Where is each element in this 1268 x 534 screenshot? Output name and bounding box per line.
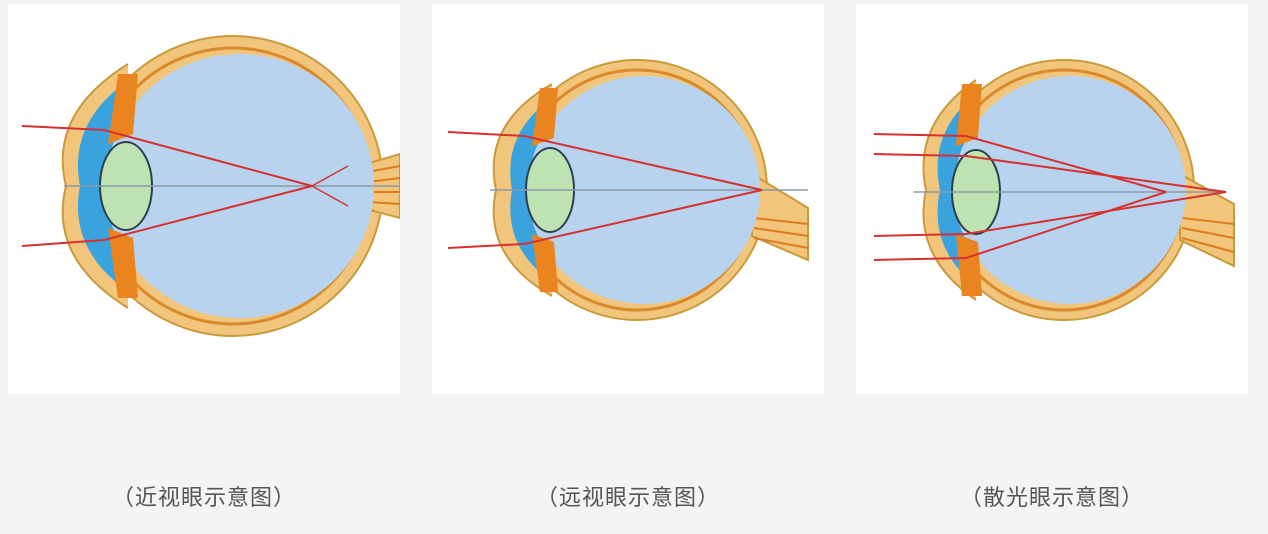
optic-nerve-fibers [753,217,809,249]
myopia-diagram-panel [8,4,400,394]
iris-lower [956,234,982,296]
light-ray-diverge-1 [311,185,349,207]
light-ray-2 [873,153,1227,193]
light-ray-4 [873,191,1167,261]
iris-lower [108,228,138,298]
iris-upper [956,84,982,146]
myopia-eye-illustration [21,35,400,337]
myopia-caption: （近视眼示意图） [111,486,296,511]
light-ray-lower [21,185,313,247]
hyperopia-diagram-panel [432,4,824,394]
astigmatism-caption: （散光眼示意图） [959,486,1144,511]
light-ray-upper [447,131,763,191]
optic-nerve-fibers [1181,217,1235,253]
hyperopia-caption: （远视眼示意图） [535,486,720,511]
light-ray-diverge-2 [311,165,349,187]
iris-upper [532,88,558,146]
astigmatism-diagram-panel [856,4,1248,394]
vitreous-body [954,76,1186,304]
iris-lower [532,234,558,292]
astigmatism-eye-illustration [873,59,1235,321]
optic-nerve-fibers [367,165,400,205]
light-ray-upper [21,125,313,187]
iris-upper [108,74,138,144]
light-ray-1 [873,133,1167,193]
hyperopia-eye-illustration [447,59,809,321]
light-ray-3 [873,191,1227,237]
light-ray-lower [447,189,763,249]
